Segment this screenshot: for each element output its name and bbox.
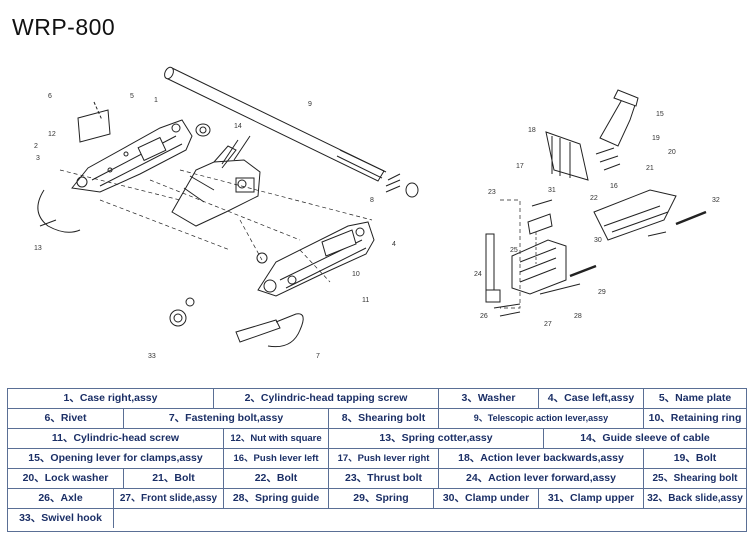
legend-cell: 2、Cylindric-head tapping screw [213, 389, 438, 408]
legend-cell: 15、Opening lever for clamps,assy [28, 452, 203, 464]
legend-cell: 13、Spring cotter,assy [328, 429, 543, 448]
legend-cell: 4、Case left,assy [538, 389, 643, 408]
callout-23: 23 [488, 189, 496, 196]
callout-27: 27 [544, 321, 552, 328]
exploded-parts-drawing: 1 2 3 4 5 6 7 8 9 10 11 12 13 14 15 16 1… [34, 66, 720, 360]
callout-7: 7 [316, 353, 320, 360]
legend-row-5: 20、Lock washer 21、Bolt 22、Bolt 23、Thrust… [8, 469, 746, 489]
callout-25: 25 [510, 247, 518, 254]
callout-20: 20 [668, 149, 676, 156]
callout-26: 26 [480, 313, 488, 320]
fastening-bolt-part [235, 313, 304, 348]
legend-cell: 10、Retaining ring [643, 409, 746, 428]
callout-12: 12 [48, 131, 56, 138]
legend-cell: 24、Action lever forward,assy [438, 469, 643, 488]
callout-6: 6 [48, 93, 52, 100]
legend-cell: 27、Front slide,assy [113, 489, 223, 508]
callout-31: 31 [548, 187, 556, 194]
legend-cell: 21、Bolt [123, 469, 223, 488]
legend-cell: 8、Shearing bolt [328, 409, 438, 428]
legend-cell: 19、Bolt [643, 449, 746, 468]
legend-cell: 17、Push lever right [328, 449, 438, 468]
legend-cell: 28、Spring guide [223, 489, 328, 508]
legend-cell: 22、Bolt [223, 469, 328, 488]
callout-29: 29 [598, 289, 606, 296]
legend-cell: 9、Telescopic action lever,assy [438, 409, 643, 428]
callout-15: 15 [656, 111, 664, 118]
callout-3: 3 [36, 155, 40, 162]
legend-row-3: 11、Cylindric-head screw 12、Nut with squa… [8, 429, 746, 449]
legend-cell: 3、Washer [438, 389, 538, 408]
legend-cell: 33、Swivel hook [19, 512, 102, 524]
legend-row-1: 1、Case right,assy 2、Cylindric-head tappi… [8, 389, 746, 409]
callout-5: 5 [130, 93, 134, 100]
legend-cell: 29、Spring [328, 489, 433, 508]
diagram-title: WRP-800 [12, 14, 116, 40]
legend-cell: 18、Action lever backwards,assy [438, 449, 643, 468]
legend-row-4: 15、Opening lever for clamps,assy 16、Push… [8, 449, 746, 469]
callout-2: 2 [34, 143, 38, 150]
legend-cell: 30、Clamp under [433, 489, 538, 508]
legend-cell: 7、Fastening bolt,assy [123, 409, 328, 428]
legend-row-7: 33、Swivel hook [8, 509, 746, 529]
legend-cell: 26、Axle [38, 492, 83, 504]
callout-24: 24 [474, 271, 482, 278]
parts-legend-table: 1、Case right,assy 2、Cylindric-head tappi… [7, 388, 747, 532]
telescopic-lever-part [164, 66, 387, 182]
callout-28: 28 [574, 313, 582, 320]
callout-33: 33 [148, 353, 156, 360]
legend-cell: 25、Shearing bolt [643, 469, 746, 488]
callout-4: 4 [392, 241, 396, 248]
callout-17: 17 [516, 163, 524, 170]
action-lever-assembly [485, 89, 707, 317]
callout-19: 19 [652, 135, 660, 142]
callout-22: 22 [590, 195, 598, 202]
legend-cell: 16、Push lever left [223, 449, 328, 468]
case-right-part [71, 119, 193, 193]
callout-16: 16 [610, 183, 618, 190]
case-left-part [257, 221, 375, 297]
callout-9: 9 [308, 101, 312, 108]
legend-cell: 31、Clamp upper [538, 489, 643, 508]
callout-32: 32 [712, 197, 720, 204]
callout-21: 21 [646, 165, 654, 172]
callout-10: 10 [352, 271, 360, 278]
legend-cell: 1、Case right,assy [63, 392, 158, 404]
callout-1: 1 [154, 97, 158, 104]
callout-11: 11 [362, 297, 369, 304]
callout-14: 14 [234, 123, 242, 130]
legend-cell: 20、Lock washer [22, 472, 109, 484]
callout-13: 13 [34, 245, 42, 252]
callout-30: 30 [594, 237, 602, 244]
legend-cell: 12、Nut with square [223, 429, 328, 448]
legend-cell: 23、Thrust bolt [328, 469, 438, 488]
legend-cell: 32、Back slide,assy [643, 489, 746, 508]
legend-row-2: 6、Rivet 7、Fastening bolt,assy 8、Shearing… [8, 409, 746, 429]
legend-cell: 11、Cylindric-head screw [51, 432, 180, 444]
callout-8: 8 [370, 197, 374, 204]
clamp-mechanism-part [171, 135, 261, 227]
callout-labels: 1 2 3 4 5 6 7 8 9 10 11 12 13 14 15 16 1… [34, 93, 720, 360]
legend-row-6: 26、Axle 27、Front slide,assy 28、Spring gu… [8, 489, 746, 509]
legend-cell: 5、Name plate [643, 389, 746, 408]
name-plate-part [77, 101, 111, 143]
swivel-hook-part [169, 297, 195, 327]
legend-cell-empty [113, 509, 746, 528]
legend-cell: 6、Rivet [44, 412, 87, 424]
legend-cell: 14、Guide sleeve of cable [543, 429, 746, 448]
callout-18: 18 [528, 127, 536, 134]
